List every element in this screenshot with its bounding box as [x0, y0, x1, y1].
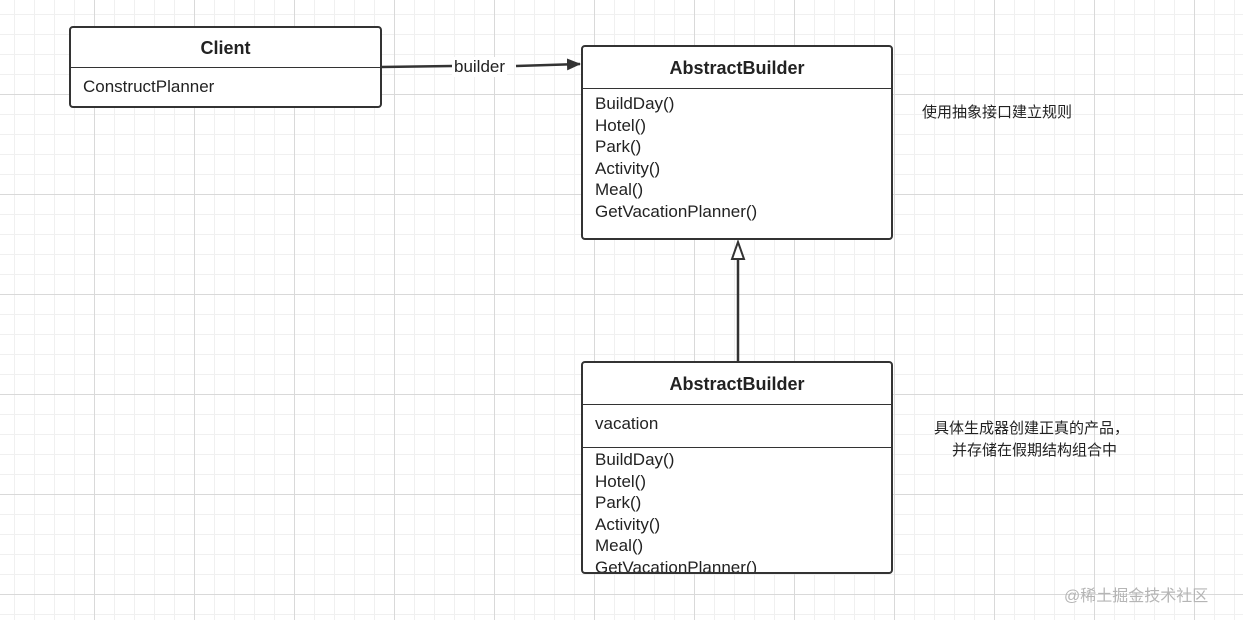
client-class-title: Client [71, 28, 380, 68]
note-concrete-builder: 具体生成器创建正真的产品， 并存储在假期结构组合中 [934, 418, 1129, 462]
client-class[interactable]: Client ConstructPlanner [69, 26, 382, 108]
note-concrete-line2: 并存储在假期结构组合中 [952, 442, 1118, 459]
method-build-day: BuildDay() [595, 94, 675, 113]
method-get-vacation-planner: GetVacationPlanner() [595, 201, 758, 221]
method-hotel: Hotel() [595, 115, 647, 135]
method-get-vacation-planner: GetVacationPlanner() [595, 557, 758, 574]
abstract-builder-methods: BuildDay() Hotel() Park() Activity() Mea… [583, 89, 891, 222]
method-build-day: BuildDay() [595, 450, 675, 469]
concrete-builder-methods: BuildDay() Hotel() Park() Activity() Mea… [583, 448, 891, 574]
attribute-vacation: vacation [595, 414, 659, 433]
client-attributes: ConstructPlanner [71, 68, 380, 98]
method-park: Park() [595, 493, 642, 512]
abstract-builder-class[interactable]: AbstractBuilder BuildDay() Hotel() Park(… [581, 45, 893, 240]
abstract-builder-title: AbstractBuilder [583, 47, 891, 89]
method-meal: Meal() [595, 180, 644, 199]
association-line [380, 64, 580, 67]
concrete-builder-attributes: vacation [583, 405, 891, 448]
concrete-builder-class[interactable]: AbstractBuilder vacation BuildDay() Hote… [581, 361, 893, 574]
method-meal: Meal() [595, 536, 644, 555]
association-label: builder [452, 57, 508, 77]
attribute-construct-planner: ConstructPlanner [83, 77, 215, 96]
concrete-builder-title: AbstractBuilder [583, 363, 891, 405]
watermark: @稀土掘金技术社区 [1064, 588, 1209, 605]
method-hotel: Hotel() [595, 471, 647, 491]
method-activity: Activity() [595, 514, 661, 534]
inheritance-arrowhead [730, 238, 746, 260]
note-interface-rule: 使用抽象接口建立规则 [922, 104, 1073, 121]
method-activity: Activity() [595, 158, 661, 178]
method-park: Park() [595, 137, 642, 156]
note-concrete-line1: 具体生成器创建正真的产品， [934, 420, 1130, 437]
